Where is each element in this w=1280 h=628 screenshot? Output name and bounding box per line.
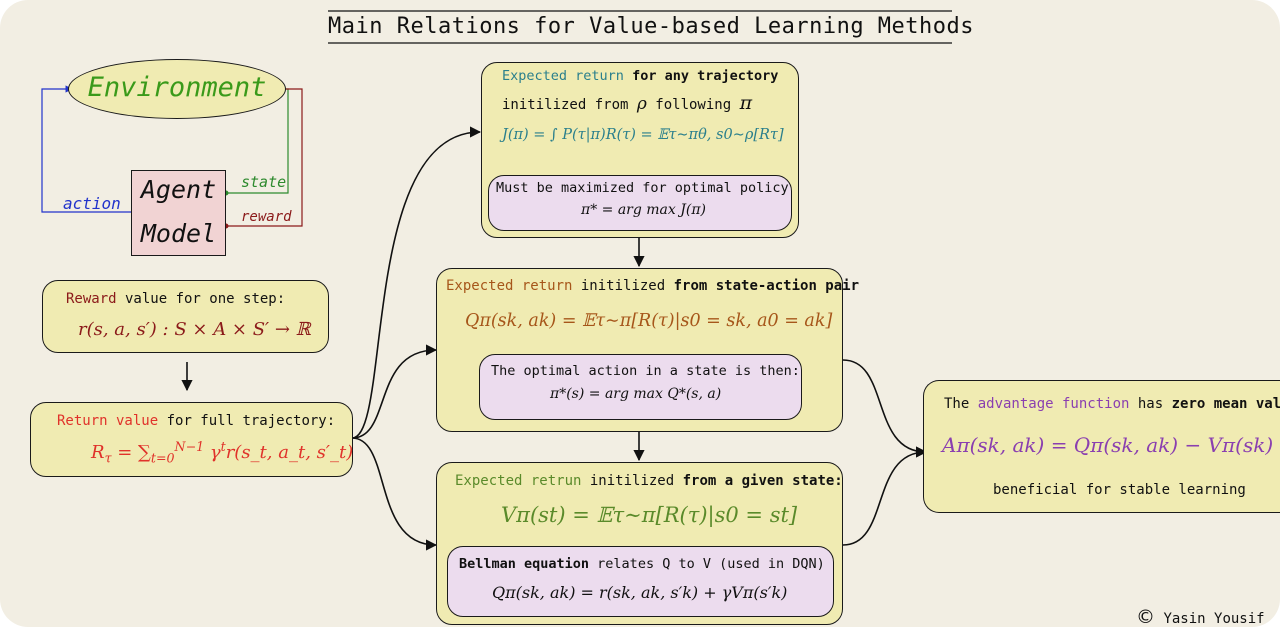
q-to-adv-arrow — [842, 359, 928, 458]
return-formula-gamma: γ — [204, 442, 221, 463]
bellman-rest: relates Q to V (used in DQN) — [589, 556, 825, 572]
bellman-equation-bold: Bellman equation — [459, 556, 590, 572]
advantage-note: beneficial for stable learning — [993, 482, 1246, 498]
bellman-inner-box: Bellman equation relates Q to V (used in… — [447, 546, 834, 617]
advantage-formula: Aπ(sk, ak) = Qπ(sk, ak) − Vπ(sk) — [942, 433, 1274, 457]
copyright-icon: © — [1136, 606, 1155, 628]
optimal-policy-formula: π* = arg max J(π) — [581, 202, 706, 218]
objective-rho: ρ — [636, 94, 647, 114]
objective-inner-box: Must be maximized for optimal policy π* … — [488, 175, 792, 231]
environment-node: Environment — [68, 59, 286, 119]
advantage-function-text: advantage function — [977, 396, 1130, 412]
reward-arrow — [226, 88, 303, 227]
q-inner-box: The optimal action in a state is then: π… — [479, 354, 802, 420]
objective-expected-return: Expected return — [502, 68, 624, 84]
advantage-box: The advantage function has zero mean val… — [923, 380, 1280, 513]
return-lead: Return value — [57, 413, 159, 429]
credit: © Yasin Yousif — [1136, 606, 1265, 628]
objective-box: Expected return for any trajectory initi… — [481, 62, 799, 238]
objective-following-text: following — [646, 97, 740, 113]
objective-init-text: initilized from — [502, 97, 637, 113]
return-rest: for full trajectory: — [158, 413, 336, 429]
optimal-action-formula: π*(s) = arg max Q*(s, a) — [550, 386, 722, 402]
q-line1: Expected return initilized from state-ac… — [446, 278, 859, 294]
return-formula-sum: = ∑ — [111, 442, 151, 463]
return-to-j-arrow — [351, 126, 482, 439]
v-to-adv-arrow — [842, 446, 928, 546]
reward-rest: value for one step: — [116, 291, 286, 307]
reward-lead: Reward — [66, 291, 117, 307]
return-formula-tail: r(s_t, a_t, s′_t) — [225, 442, 354, 463]
bellman-formula: Qπ(sk, ak) = r(sk, ak, s′k) + γVπ(s′k) — [492, 583, 788, 602]
q-init-text: initilized — [572, 278, 674, 294]
reward-box: Reward value for one step: r(s, a, s′) :… — [42, 280, 329, 353]
v-init-text: initilized — [581, 473, 683, 489]
environment-label: Environment — [87, 72, 267, 103]
q-expected-return: Expected return — [446, 278, 573, 294]
advantage-zero-mean: zero mean value — [1171, 396, 1280, 412]
q-formula: Qπ(sk, ak) = 𝔼τ∼π[R(τ)|s0 = sk, a0 = ak] — [465, 311, 833, 331]
return-formula-r: R — [91, 442, 105, 463]
page-title: Main Relations for Value-based Learning … — [328, 14, 975, 39]
v-function-box: Expected retrun initilized from a given … — [436, 462, 843, 625]
v-line1: Expected retrun initilized from a given … — [455, 473, 843, 489]
return-to-q-arrow — [351, 344, 438, 439]
return-gamma-sup: t — [220, 439, 226, 454]
return-box-label: Return value for full trajectory: — [57, 413, 335, 429]
advantage-the: The — [944, 396, 978, 412]
reward-box-label: Reward value for one step: — [66, 291, 285, 307]
q-inner-label: The optimal action in a state is then: — [491, 363, 800, 379]
action-label: action — [63, 194, 121, 213]
return-sum-lower: t=0 — [150, 450, 175, 466]
reward-label: reward — [241, 209, 292, 225]
objective-formula: J(π) = ∫ P(τ|π)R(τ) = 𝔼τ∼πθ, s0∼ρ[Rτ] — [502, 127, 784, 143]
action-arrow — [41, 85, 131, 213]
objective-pi: π — [739, 92, 753, 114]
return-to-v-arrow — [351, 437, 438, 551]
return-sum-upper: N−1 — [174, 439, 205, 454]
agent-label: Agent — [140, 175, 217, 204]
objective-line1: Expected return for any trajectory — [502, 68, 778, 84]
bellman-label: Bellman equation relates Q to V (used in… — [459, 556, 825, 572]
advantage-line1: The advantage function has zero mean val… — [944, 396, 1280, 412]
v-given-state: from a given state: — [682, 473, 843, 489]
advantage-has: has — [1129, 396, 1172, 412]
v-formula: Vπ(st) = 𝔼τ∼π[R(τ)|s0 = st] — [501, 503, 798, 527]
agent-model-node: Agent Model — [131, 170, 226, 256]
return-formula-sub: τ — [104, 450, 112, 466]
state-label: state — [241, 173, 287, 191]
return-formula: Rτ = ∑t=0N−1 γtr(s_t, a_t, s′_t) — [91, 439, 353, 466]
objective-inner-label: Must be maximized for optimal policy — [496, 180, 789, 196]
return-box: Return value for full trajectory: Rτ = ∑… — [30, 402, 353, 477]
credit-name: Yasin Yousif — [1163, 611, 1265, 627]
q-function-box: Expected return initilized from state-ac… — [436, 268, 859, 432]
q-state-action-pair: from state-action pair — [673, 278, 860, 294]
v-expected-return: Expected retrun — [455, 473, 582, 489]
objective-line2: initilized from ρ following π — [502, 92, 752, 114]
reward-formula: r(s, a, s′) : S × A × S′ → ℝ — [78, 319, 311, 340]
objective-any-trajectory: for any trajectory — [632, 68, 779, 84]
model-label: Model — [140, 219, 217, 248]
